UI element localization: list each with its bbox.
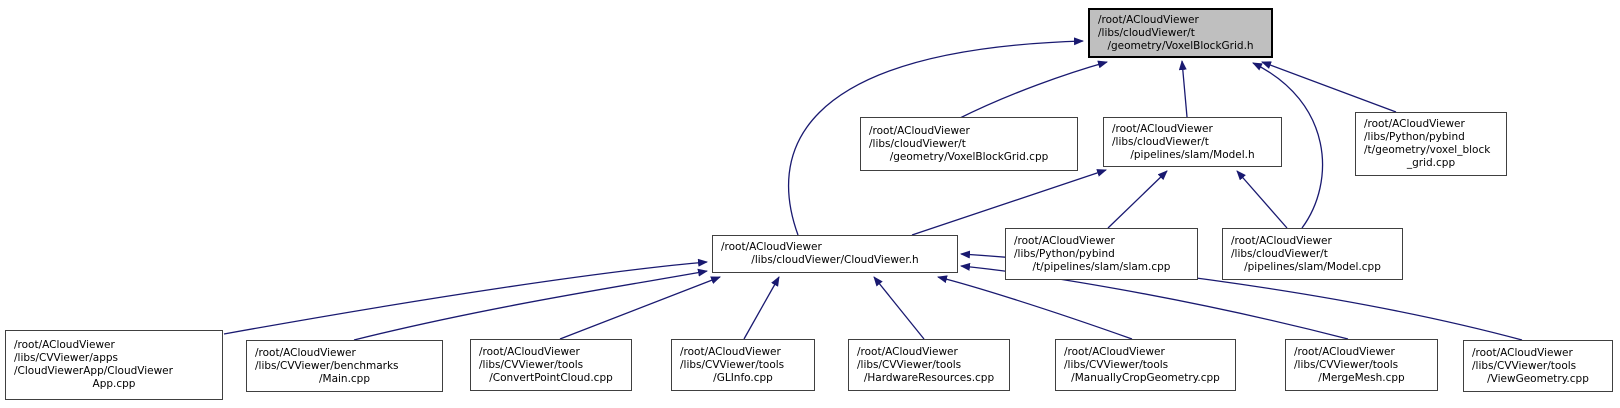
node-view-geometry-cpp[interactable]: /root/ACloudViewer/libs/CVViewer/tools/V… [1463, 340, 1613, 392]
edge-model-h-to-voxel-block-grid-h [1178, 60, 1188, 118]
node-pybind-voxel-block-grid-cpp[interactable]: /root/ACloudViewer/libs/Python/pybind/t/… [1355, 112, 1507, 176]
node-pybind-slam-cpp[interactable]: /root/ACloudViewer/libs/Python/pybind/t/… [1005, 228, 1198, 280]
edge-merge-mesh-cpp-to-cloudviewer-h [960, 262, 1349, 340]
node-manually-crop-geometry-cpp[interactable]: /root/ACloudViewer/libs/CVViewer/tools/M… [1055, 339, 1236, 391]
edge-convert-point-cloud-cpp-to-cloudviewer-h [559, 276, 721, 340]
node-cloudviewer-h[interactable]: /root/ACloudViewer/libs/cloudViewer/Clou… [712, 235, 958, 273]
edge-cloudviewer-h-to-voxel-block-grid-h [787, 37, 1084, 236]
edge-voxel-block-grid-cpp-to-voxel-block-grid-h [957, 60, 1108, 120]
node-voxel-block-grid-h[interactable]: /root/ACloudViewer/libs/cloudViewer/t/ge… [1088, 8, 1273, 58]
edge-model-cpp-to-voxel-block-grid-h [1252, 62, 1324, 229]
edge-benchmarks-main-cpp-to-cloudviewer-h [353, 268, 708, 341]
node-model-cpp[interactable]: /root/ACloudViewer/libs/cloudViewer/t/pi… [1222, 228, 1403, 280]
edge-manually-crop-geometry-cpp-to-cloudviewer-h [937, 275, 1133, 340]
node-model-h[interactable]: /root/ACloudViewer/libs/cloudViewer/t/pi… [1103, 117, 1282, 167]
edge-pybind-slam-cpp-to-model-h [1107, 170, 1168, 229]
edge-cloudviewer-h-to-model-h [911, 169, 1107, 236]
node-merge-mesh-cpp[interactable]: /root/ACloudViewer/libs/CVViewer/tools/M… [1285, 339, 1438, 391]
node-voxel-block-grid-cpp[interactable]: /root/ACloudViewer/libs/cloudViewer/t/ge… [860, 117, 1078, 171]
node-cloudviewer-app-cpp[interactable]: /root/ACloudViewer/libs/CVViewer/apps/Cl… [5, 330, 223, 400]
edge-cloudviewer-app-cpp-to-cloudviewer-h [223, 258, 708, 335]
edge-pybind-voxel-block-grid-cpp-to-voxel-block-grid-h [1261, 61, 1397, 113]
node-glinfo-cpp[interactable]: /root/ACloudViewer/libs/CVViewer/tools/G… [671, 339, 815, 391]
node-benchmarks-main-cpp[interactable]: /root/ACloudViewer/libs/CVViewer/benchma… [246, 340, 443, 392]
edge-glinfo-cpp-to-cloudviewer-h [743, 276, 780, 340]
edge-model-cpp-to-model-h [1236, 170, 1288, 229]
node-hardware-resources-cpp[interactable]: /root/ACloudViewer/libs/CVViewer/tools/H… [848, 339, 1010, 391]
node-convert-point-cloud-cpp[interactable]: /root/ACloudViewer/libs/CVViewer/tools/C… [470, 339, 632, 391]
edge-hardware-resources-cpp-to-cloudviewer-h [873, 276, 925, 340]
